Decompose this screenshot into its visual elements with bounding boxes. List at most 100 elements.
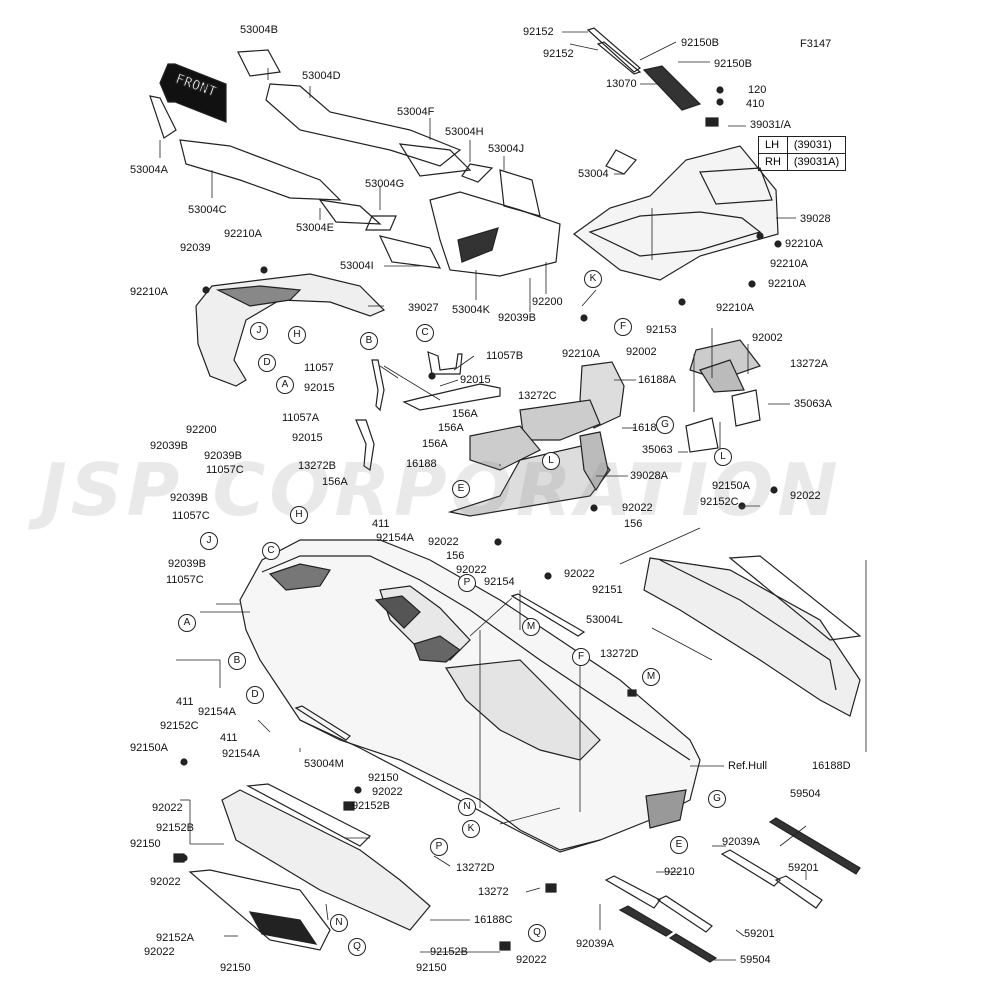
- callout-letter: D: [246, 686, 264, 704]
- callout-letter: J: [250, 322, 268, 340]
- part-label: 92153: [646, 324, 677, 336]
- side-variant-table: LH (39031) RH (39031A): [758, 136, 847, 171]
- part-label: 92039B: [498, 312, 536, 324]
- part-label: 92152C: [700, 496, 739, 508]
- part-label: 11057C: [172, 510, 210, 522]
- part-label: 59201: [788, 862, 819, 874]
- table-cell: (39031): [786, 136, 847, 154]
- part-label: 92210A: [562, 348, 600, 360]
- callout-letter: J: [200, 532, 218, 550]
- part-label: 92039: [180, 242, 211, 254]
- callout-letter: F: [614, 318, 632, 336]
- part-label: 59201: [744, 928, 775, 940]
- part-label: 411: [372, 518, 390, 530]
- table-row: RH (39031A): [758, 153, 847, 171]
- part-label: 92152B: [430, 946, 468, 958]
- part-label: 92200: [532, 296, 563, 308]
- part-label: 92152: [523, 26, 554, 38]
- part-label: 92022: [790, 490, 821, 502]
- part-label: 92200: [186, 424, 217, 436]
- part-label: 13272C: [518, 390, 557, 402]
- part-label: 92210A: [224, 228, 262, 240]
- part-label: 92039B: [168, 558, 206, 570]
- part-label: 16188C: [474, 914, 513, 926]
- part-label: 35063A: [794, 398, 832, 410]
- callout-letter: C: [262, 542, 280, 560]
- part-label: 92150B: [714, 58, 752, 70]
- part-label: 92022: [456, 564, 487, 576]
- part-label: 92210A: [716, 302, 754, 314]
- callout-letter: B: [228, 652, 246, 670]
- part-label: 53004L: [586, 614, 623, 626]
- part-label: 53004C: [188, 204, 227, 216]
- part-label: 92039B: [170, 492, 208, 504]
- part-label: 410: [746, 98, 765, 110]
- callout-letter: P: [430, 838, 448, 856]
- callout-letter: M: [522, 618, 540, 636]
- part-label: 11057C: [166, 574, 204, 586]
- hull-body: [239, 539, 701, 853]
- part-label: 156A: [322, 476, 348, 488]
- part-label: 92152: [543, 48, 574, 60]
- callout-letter: K: [462, 820, 480, 838]
- callout-letter: A: [178, 614, 196, 632]
- part-label: 53004H: [445, 126, 484, 138]
- front-arrow: FRONT: [159, 63, 227, 123]
- part-label: 92152A: [156, 932, 194, 944]
- part-label: 92150B: [681, 37, 719, 49]
- callout-letter: P: [458, 574, 476, 592]
- part-label: 156A: [438, 422, 464, 434]
- part-label: 13272D: [600, 648, 639, 660]
- part-label: 53004M: [304, 758, 344, 770]
- part-label: 53004G: [365, 178, 405, 190]
- callout-letter: G: [708, 790, 726, 808]
- part-label: 53004D: [302, 70, 341, 82]
- callout-letter: L: [542, 452, 560, 470]
- callout-letter: K: [584, 270, 602, 288]
- callout-letter: M: [642, 668, 660, 686]
- part-label: 92015: [304, 382, 335, 394]
- part-label: 156: [446, 550, 465, 562]
- part-label: 156: [624, 518, 643, 530]
- table-row: LH (39031): [758, 136, 847, 154]
- part-label: 53004B: [240, 24, 278, 36]
- part-label: 92154A: [198, 706, 236, 718]
- part-label: 53004I: [340, 260, 374, 272]
- part-label: 92154: [484, 576, 515, 588]
- part-label: 92022: [372, 786, 403, 798]
- part-label: 53004K: [452, 304, 490, 316]
- part-label: 16188: [406, 458, 437, 470]
- callout-letter: D: [258, 354, 276, 372]
- part-label: 39028A: [630, 470, 668, 482]
- part-label: 53004: [578, 168, 609, 180]
- part-label: 11057B: [486, 350, 524, 362]
- part-label: 411: [176, 696, 194, 708]
- part-label: 92022: [150, 876, 181, 888]
- part-label: 59504: [790, 788, 821, 800]
- part-label: 92210A: [768, 278, 806, 290]
- part-label: 92150A: [130, 742, 168, 754]
- part-label: 13272D: [456, 862, 495, 874]
- part-label: 92039B: [150, 440, 188, 452]
- part-label: 411: [220, 732, 238, 744]
- part-label: 92154A: [222, 748, 260, 760]
- part-label: 11057A: [282, 412, 320, 424]
- callout-letter: Q: [528, 924, 546, 942]
- part-label: 13272B: [298, 460, 336, 472]
- part-label: 92210A: [770, 258, 808, 270]
- part-label: 156A: [452, 408, 478, 420]
- part-label: 92151: [592, 584, 623, 596]
- part-label: 92015: [292, 432, 323, 444]
- part-label: 92210: [664, 866, 695, 878]
- part-label: 39031/A: [750, 119, 791, 131]
- table-cell: (39031A): [786, 153, 847, 171]
- rub-rails: [294, 593, 861, 963]
- part-label: 92022: [564, 568, 595, 580]
- strip-92152: [586, 27, 641, 73]
- callout-letter: C: [416, 324, 434, 342]
- callout-letter: E: [670, 836, 688, 854]
- part-label: 92150: [220, 962, 251, 974]
- callout-letter: E: [452, 480, 470, 498]
- part-label: 92150A: [712, 480, 750, 492]
